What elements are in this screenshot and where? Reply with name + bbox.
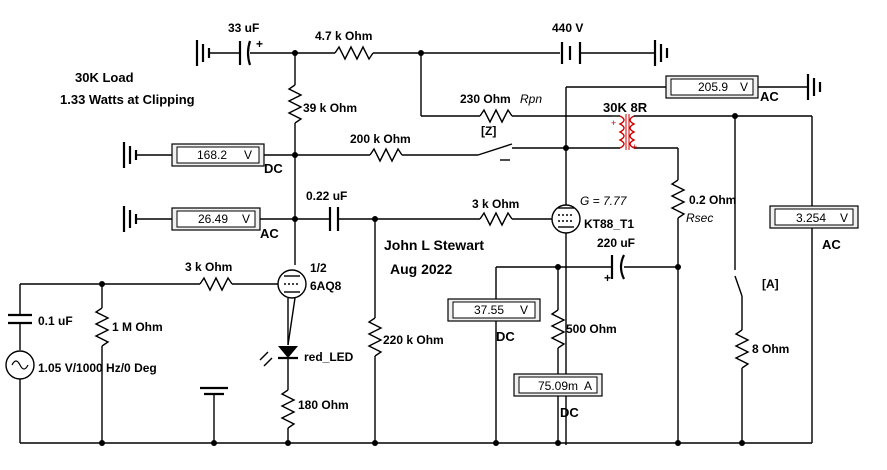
- xfmr-label: 30K 8R: [603, 100, 648, 115]
- ground-rail: [20, 440, 812, 446]
- meter-3755: [447, 298, 541, 322]
- meter4-unit: V: [840, 211, 848, 225]
- meter-168: [122, 142, 295, 168]
- c33-plus: +: [256, 37, 263, 51]
- r8-label: 8 Ohm: [752, 342, 789, 356]
- c220-plus: +: [604, 271, 611, 285]
- r47-label: 4.7 k Ohm: [315, 29, 372, 43]
- rpn-branch: [420, 53, 612, 124]
- r220k-label: 220 k Ohm: [383, 333, 444, 347]
- xfmr-dot2: +: [632, 142, 637, 152]
- meter1-value: 205.9: [698, 80, 728, 94]
- meter5-value: 37.55: [474, 303, 504, 317]
- r02-name: Rsec: [686, 211, 713, 225]
- r1m-label: 1 M Ohm: [112, 320, 163, 334]
- c220-label: 220 uF: [597, 236, 635, 250]
- meter1-unit: V: [740, 80, 748, 94]
- meter2-mode: DC: [264, 161, 283, 176]
- meter2-value: 168.2: [197, 148, 227, 162]
- switch-z-label: [Z]: [481, 124, 496, 138]
- meter3-unit: V: [242, 212, 250, 226]
- c022-label: 0.22 uF: [306, 189, 347, 203]
- meter4-value: 3.254: [796, 211, 826, 225]
- kt88-gain: G = 7.77: [580, 194, 628, 208]
- c01-label: 0.1 uF: [38, 314, 73, 328]
- r180-label: 180 Ohm: [298, 398, 349, 412]
- source-label: 1.05 V/1000 Hz/0 Deg: [38, 361, 157, 375]
- r39k-label: 39 k Ohm: [303, 101, 357, 115]
- load-switch: [734, 116, 750, 443]
- meter6-value: 75.09m: [538, 379, 578, 393]
- r230-name: Rpn: [520, 92, 542, 106]
- switch-a-label: [A]: [762, 277, 779, 291]
- rsec: [670, 148, 686, 443]
- load-note: 30K Load: [75, 70, 134, 85]
- top-rail: [195, 40, 669, 66]
- v440-label: 440 V: [552, 21, 583, 35]
- meter2-unit: V: [244, 148, 252, 162]
- led-label: red_LED: [304, 350, 354, 364]
- tube1-name: 6AQ8: [310, 279, 342, 293]
- meter3-value: 26.49: [198, 212, 228, 226]
- meter-3254: [769, 116, 859, 443]
- r3k-grid-label: 3 k Ohm: [472, 197, 519, 211]
- date-note: Aug 2022: [390, 261, 452, 277]
- r500-label: 500 Ohm: [566, 322, 617, 336]
- kt88-tube: [551, 204, 581, 445]
- kt88-name: KT88_T1: [584, 217, 634, 231]
- input-stage: [5, 269, 307, 443]
- output-transformer: + +: [566, 113, 812, 152]
- r200k-label: 200 k Ohm: [350, 132, 411, 146]
- meter1-mode: AC: [760, 89, 779, 104]
- author-note: John L Stewart: [384, 237, 484, 253]
- c33-label: 33 uF: [228, 21, 259, 35]
- meter-7509: [513, 373, 603, 443]
- tube1-half: 1/2: [310, 261, 327, 275]
- stage1-column: [287, 53, 303, 265]
- r02-label: 0.2 Ohm: [689, 193, 736, 207]
- meter-2649: [122, 206, 295, 232]
- meter-205: [566, 74, 822, 100]
- meter4-mode: AC: [822, 237, 841, 252]
- clip-note: 1.33 Watts at Clipping: [60, 92, 195, 107]
- xfmr-dot1: +: [611, 118, 616, 128]
- r3k-in-label: 3 k Ohm: [185, 260, 232, 274]
- meter6-unit: A: [584, 379, 592, 393]
- coupling-path: [295, 207, 552, 443]
- r230-label: 230 Ohm: [460, 92, 511, 106]
- meter3-mode: AC: [260, 226, 279, 241]
- kt88-cathode: [495, 254, 681, 443]
- meter5-mode: DC: [496, 329, 515, 344]
- meter5-unit: V: [520, 303, 528, 317]
- feedback-path: [295, 143, 569, 163]
- meter6-mode: DC: [560, 405, 579, 420]
